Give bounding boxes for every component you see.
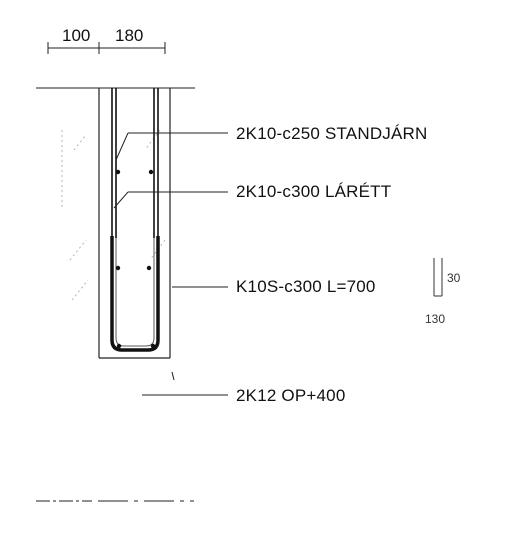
callout-stirrups: K10S-c300 L=700 [236,277,376,296]
callout-bottom-bars: 2K12 OP+400 [236,386,346,405]
leader-lines [113,132,228,396]
stirrup-bar [110,236,160,352]
dimension-right: 180 [115,26,144,45]
callout-horizontal-bars: 2K10-c300 LÁRÉTT [236,182,392,201]
callout-vertical-bars: 2K10-c250 STANDJÁRN [236,124,428,143]
stirrup-detail-sketch [433,258,443,297]
detail-width: 130 [425,312,446,326]
stirrup-inner-line [115,238,155,347]
soil-hatching [61,129,166,301]
horizontal-bar-dots [115,169,156,349]
dimension-line [47,42,166,54]
detail-height: 30 [447,271,461,285]
vertical-rebars [111,88,159,238]
dimension-left: 100 [62,26,91,45]
